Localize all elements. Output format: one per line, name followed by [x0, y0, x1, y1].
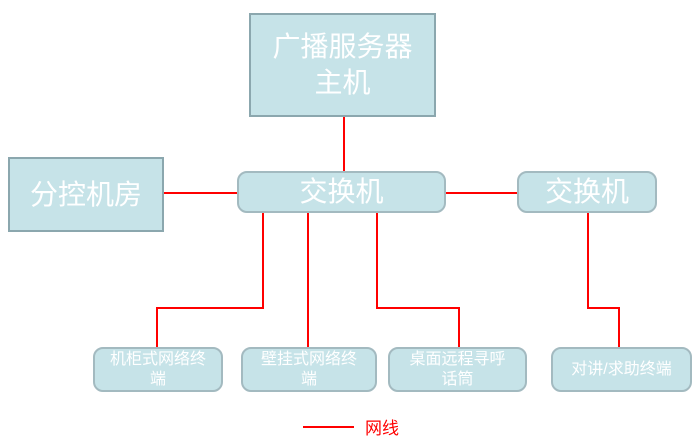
cable-switch-to-cabinet-v1 [262, 213, 264, 309]
cable-switch-to-intercom-v2 [618, 307, 620, 347]
cable-controlroom-to-switch [164, 192, 237, 194]
node-intercom-terminal-label: 对讲/求助终端 [571, 360, 672, 378]
cable-switch-to-cabinet-h [156, 307, 264, 309]
cable-switch-to-intercom-h [587, 307, 620, 309]
node-wall-terminal: 壁挂式网络终端 [241, 347, 377, 392]
legend-cable-line [303, 425, 354, 428]
node-broadcast-server: 广播服务器主机 [249, 13, 436, 117]
node-switch-main: 交换机 [237, 171, 446, 213]
node-wall-terminal-label: 壁挂式网络终端 [260, 350, 357, 388]
legend: 网线 [303, 414, 399, 439]
node-switch-main-label: 交换机 [299, 176, 384, 207]
cable-switch-to-mic-v1 [376, 213, 378, 309]
cable-switch-to-intercom-v1 [587, 213, 589, 309]
cable-switch-to-mic-h [376, 307, 460, 309]
cable-switch-to-wall [307, 213, 309, 347]
legend-label: 网线 [365, 419, 399, 438]
node-desk-paging-mic-label: 桌面远程寻呼话筒 [409, 350, 506, 388]
node-cabinet-terminal: 机柜式网络终端 [93, 347, 223, 392]
cable-server-to-switch [343, 117, 345, 171]
node-cabinet-terminal-label: 机柜式网络终端 [109, 350, 206, 388]
cable-switch-to-cabinet-v2 [156, 307, 158, 347]
cable-switch-to-switch [446, 192, 517, 194]
node-desk-paging-mic: 桌面远程寻呼话筒 [388, 347, 527, 392]
node-intercom-terminal: 对讲/求助终端 [551, 347, 692, 392]
node-control-room: 分控机房 [8, 157, 164, 232]
node-control-room-label: 分控机房 [29, 178, 142, 210]
node-broadcast-server-label: 广播服务器主机 [272, 31, 413, 98]
cable-switch-to-mic-v2 [458, 307, 460, 347]
node-switch-right-label: 交换机 [544, 176, 629, 207]
node-switch-right: 交换机 [517, 171, 657, 213]
